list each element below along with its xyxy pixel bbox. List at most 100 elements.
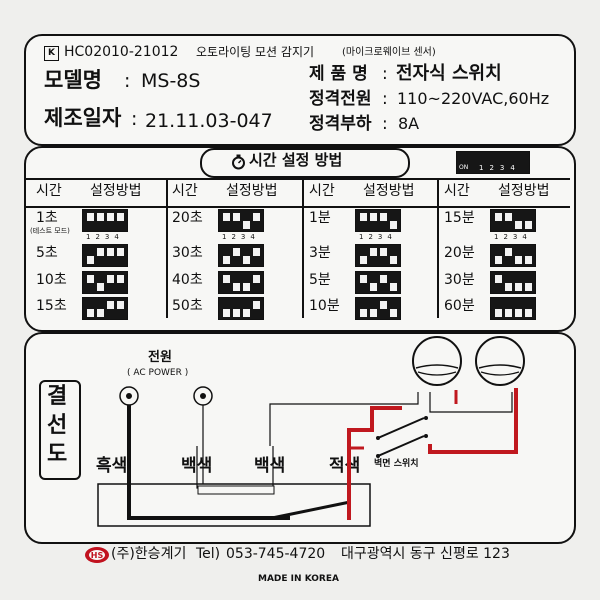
- col-header-time: 시간: [172, 183, 198, 199]
- dip-switch-lever: [97, 309, 104, 317]
- product-name-label: 제 품 명: [309, 64, 368, 84]
- product-description: 오토라이팅 모션 감지기: [196, 45, 315, 59]
- dip-switch-setting: [490, 209, 536, 232]
- tel-number: 053-745-4720: [226, 546, 326, 562]
- dip-switch-lever: [380, 213, 387, 221]
- col-header-time: 시간: [36, 183, 62, 199]
- dip-switch-lever: [380, 248, 387, 256]
- dip-switch-lever: [243, 283, 250, 291]
- dip-switch-lever: [233, 309, 240, 317]
- dip-switch-lever: [370, 213, 377, 221]
- dip-switch-lever: [380, 301, 387, 309]
- dip-switch-lever: [495, 309, 502, 317]
- col-header-method: 설정방법: [498, 183, 550, 199]
- wire-label-white-2: 백색: [254, 456, 286, 476]
- dip-switch-numbers: 1234: [86, 233, 124, 241]
- dip-switch-lever: [525, 283, 532, 291]
- col-header-method: 설정방법: [226, 183, 278, 199]
- dip-switch-lever: [370, 309, 377, 317]
- dip-switch-setting: [82, 271, 128, 294]
- timer-column-divider: [437, 178, 439, 318]
- dip-switch-lever: [243, 221, 250, 229]
- dip-switch-setting: [218, 244, 264, 267]
- dip-switch-lever: [233, 213, 240, 221]
- company-address: 대구광역시 동구 신평로 123: [341, 546, 510, 562]
- rated-power-value: 110~220VAC,60Hz: [397, 89, 550, 108]
- product-name-value: 전자식 스위치: [396, 63, 502, 84]
- kc-cert-mark: K: [44, 46, 59, 61]
- dip-switch-setting: [82, 297, 128, 320]
- dip-switch-lever: [253, 301, 260, 309]
- timer-title-pill: [200, 148, 410, 178]
- dip-switch-lever: [370, 283, 377, 291]
- dip-legend-numbers: 1234: [479, 164, 521, 172]
- col-header-method: 설정방법: [363, 183, 415, 199]
- dip-switch-lever: [223, 256, 230, 264]
- dip-switch-lever: [253, 213, 260, 221]
- wiring-title: 결선도: [47, 384, 68, 467]
- tel-label: Tel): [196, 546, 221, 562]
- model-label: 모델명: [44, 68, 102, 92]
- timer-row-time: 30초: [172, 245, 203, 261]
- product-note: (마이크로웨이브 센서): [342, 47, 436, 58]
- dip-switch-lever: [253, 248, 260, 256]
- cert-number: HC02010-21012: [64, 44, 179, 60]
- dip-switch-setting: [355, 297, 401, 320]
- dip-switch-lever: [107, 301, 114, 309]
- company-name: (주)한승계기: [111, 546, 187, 562]
- dip-switch-lever: [390, 309, 397, 317]
- wire-label-red: 적색: [329, 456, 361, 476]
- dip-switch-lever: [525, 256, 532, 264]
- wire-label-black: 흑색: [96, 456, 128, 476]
- model-value: MS-8S: [141, 70, 201, 92]
- dip-switch-lever: [97, 283, 104, 291]
- wall-switch-2: [377, 435, 425, 457]
- dip-switch-numbers: 1234: [494, 233, 532, 241]
- power-label: 전원: [148, 350, 172, 365]
- dip-switch-lever: [515, 283, 522, 291]
- timer-column-divider: [302, 178, 304, 318]
- product-info-panel: [24, 34, 576, 146]
- made-in: MADE IN KOREA: [258, 574, 339, 584]
- dip-switch-lever: [223, 213, 230, 221]
- dip-switch-setting: [82, 244, 128, 267]
- test-mode-note: (테스트 모드): [30, 227, 70, 235]
- svg-text:HS: HS: [91, 551, 104, 560]
- dip-switch-lever: [87, 256, 94, 264]
- dip-switch-lever: [117, 301, 124, 309]
- col-header-time: 시간: [444, 183, 470, 199]
- dip-switch-lever: [233, 248, 240, 256]
- timer-table-header: [26, 178, 570, 208]
- dip-switch-lever: [495, 256, 502, 264]
- lamp-1-icon: [412, 336, 462, 386]
- dip-switch-lever: [107, 248, 114, 256]
- dip-switch-lever: [117, 248, 124, 256]
- timer-row-time: 5분: [309, 272, 331, 288]
- dip-switch-lever: [107, 213, 114, 221]
- dip-switch-lever: [505, 248, 512, 256]
- wall-switch-1: [377, 417, 425, 439]
- rated-load-value: 8A: [398, 114, 420, 133]
- timer-row-time: 40초: [172, 272, 203, 288]
- dip-switch-lever: [253, 275, 260, 283]
- dip-switch-setting: [355, 271, 401, 294]
- timer-row-time: 3분: [309, 245, 331, 261]
- wall-switch-label: 벽면 스위치: [374, 459, 419, 469]
- dip-switch-setting: [490, 271, 536, 294]
- rated-power-label: 정격전원: [309, 89, 372, 109]
- dip-switch-lever: [390, 256, 397, 264]
- dip-switch-lever: [495, 275, 502, 283]
- col-header-time: 시간: [309, 183, 335, 199]
- timer-row-time: 15분: [444, 210, 475, 226]
- timer-row-time: 10초: [36, 272, 67, 288]
- red-wire: [347, 406, 402, 520]
- company-logo-icon: HS: [85, 547, 109, 563]
- dip-switch-lever: [360, 256, 367, 264]
- stopwatch-icon: [232, 154, 245, 170]
- dip-switch-numbers: 1234: [222, 233, 260, 241]
- dip-switch-lever: [117, 213, 124, 221]
- dip-switch-lever: [243, 256, 250, 264]
- dip-switch-setting: [490, 244, 536, 267]
- white-wire: [196, 405, 274, 489]
